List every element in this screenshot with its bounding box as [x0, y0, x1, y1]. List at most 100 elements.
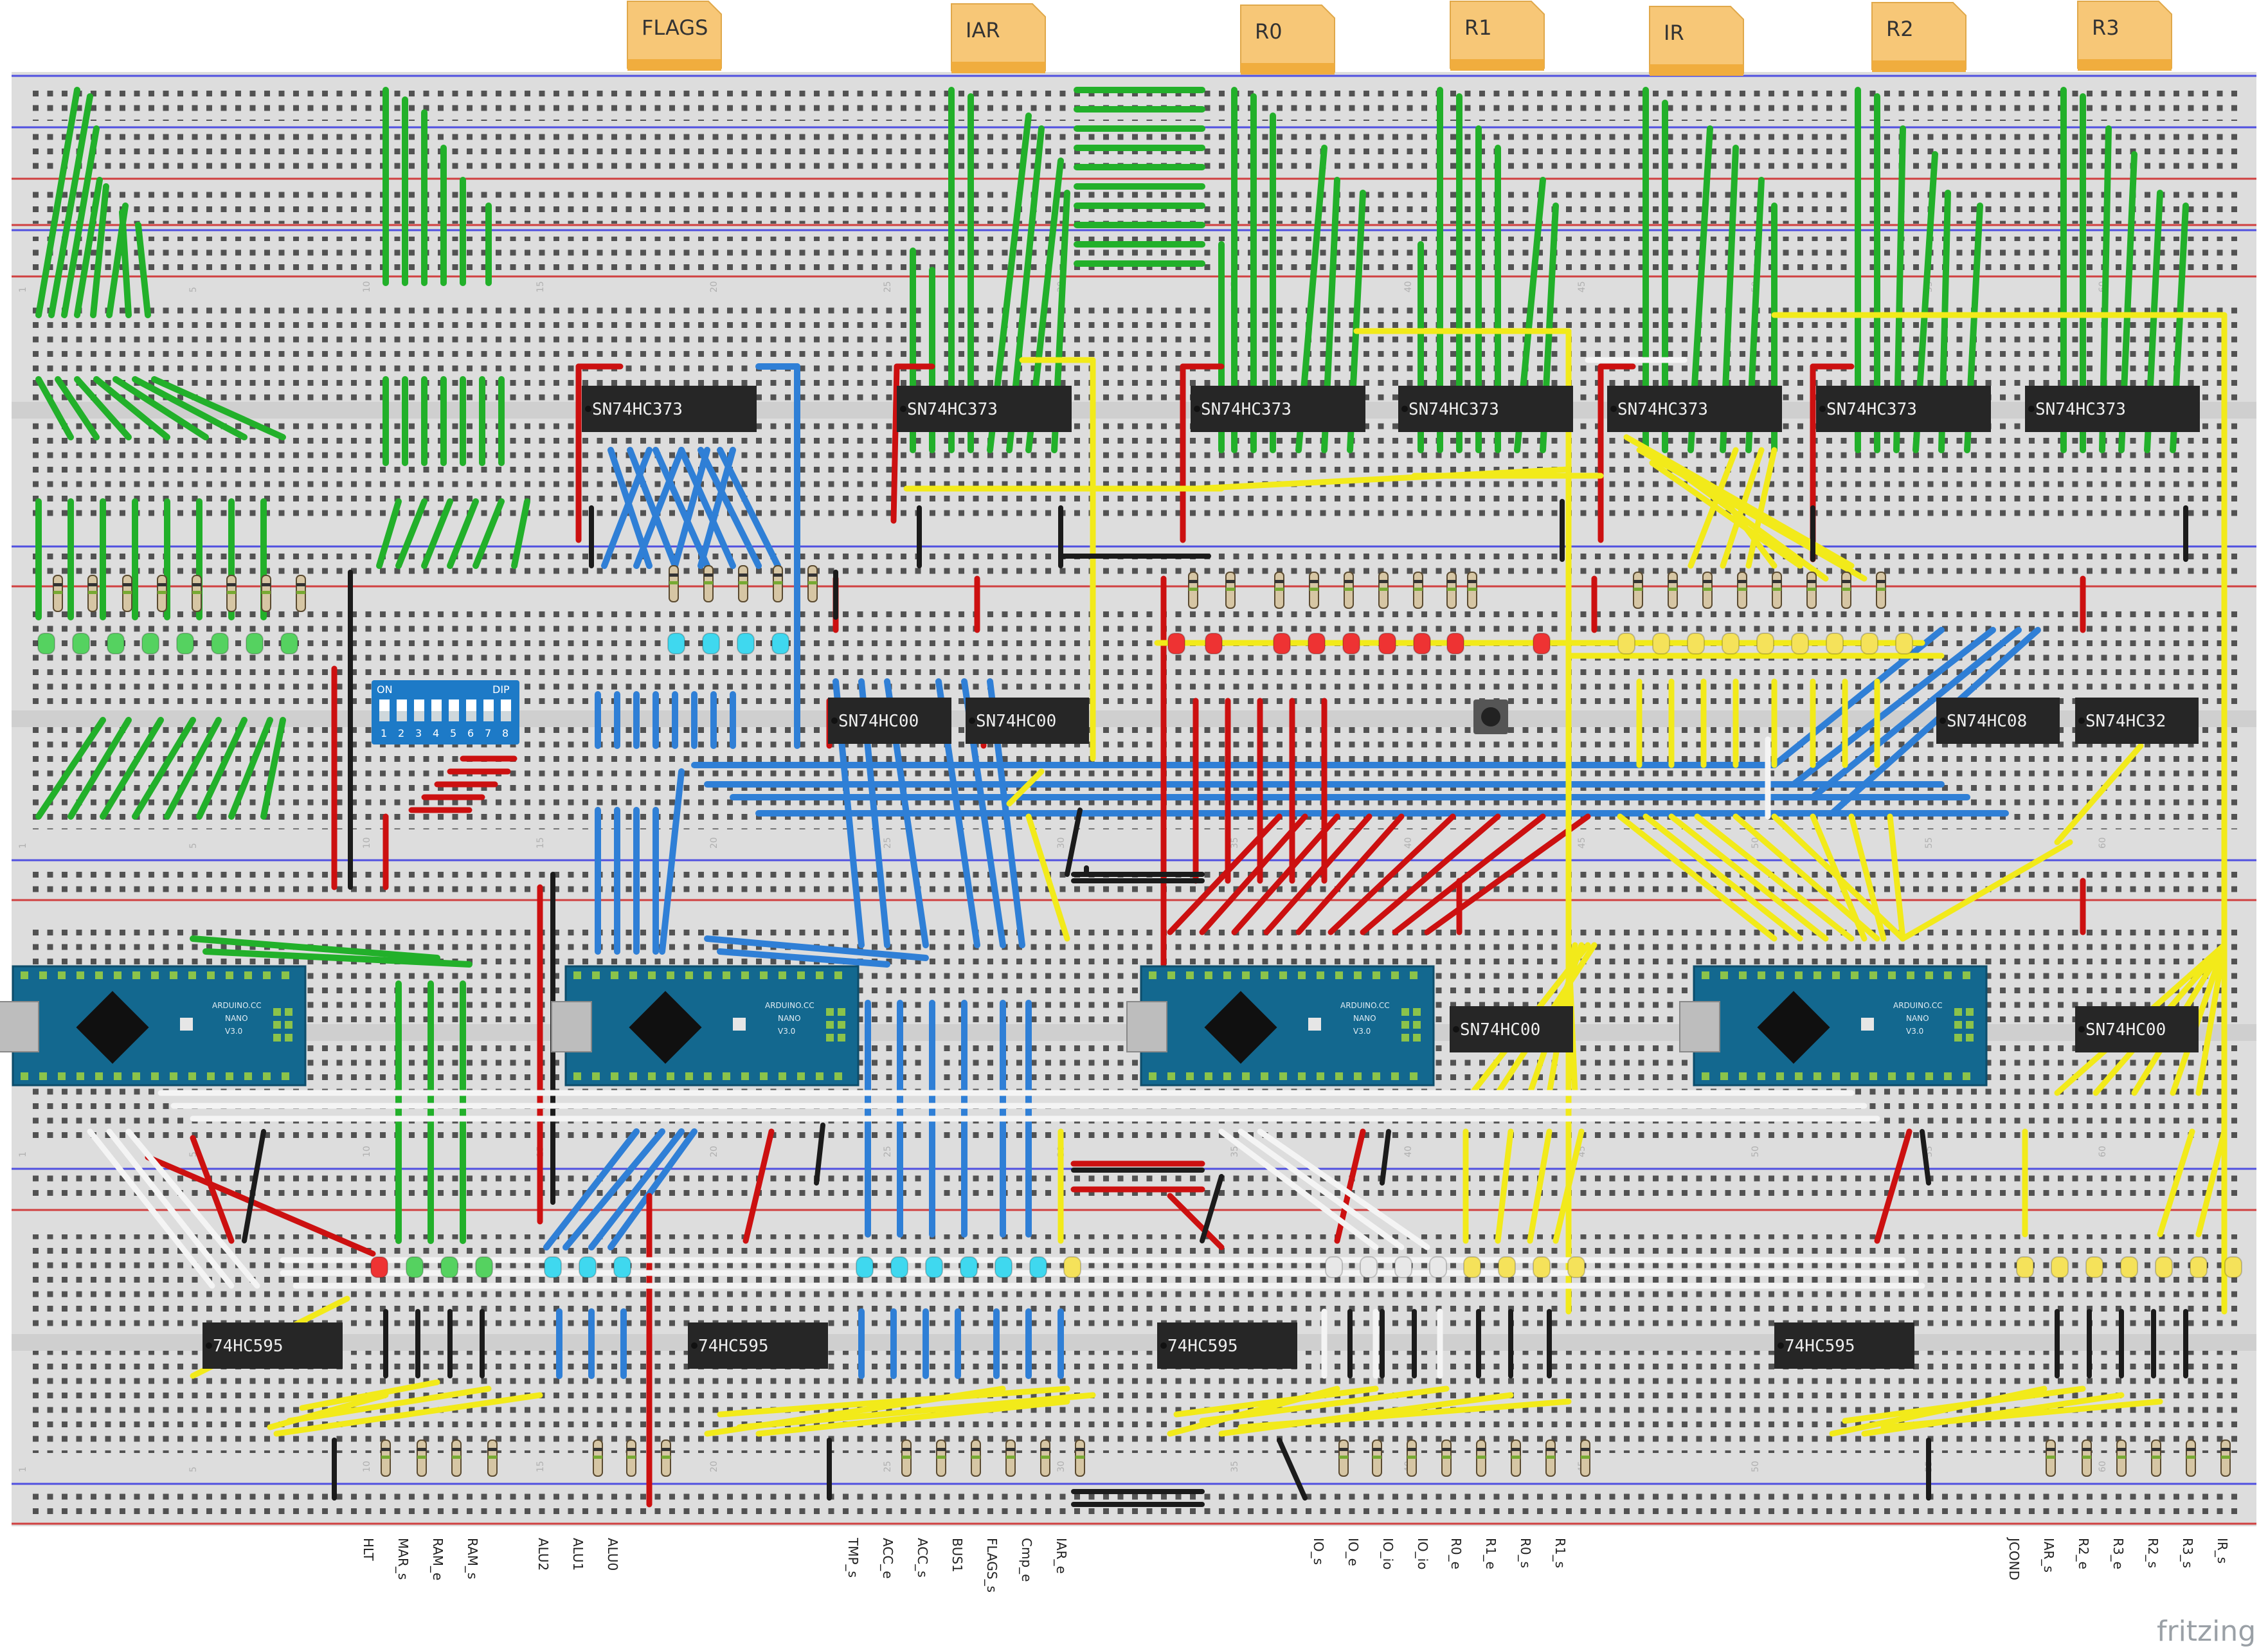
- signal-label: R3_s: [2180, 1538, 2195, 1568]
- column-number: 30: [1056, 837, 1066, 849]
- yellow-wire: [1006, 768, 1045, 807]
- column-number: 20: [709, 1146, 719, 1157]
- pushbutton[interactable]: [1473, 699, 1508, 734]
- led: [1325, 1256, 1343, 1278]
- green-wire: [376, 498, 402, 569]
- black-wire: [814, 1123, 825, 1186]
- blue-wire: [543, 1128, 640, 1250]
- ic-chip: [1607, 386, 1782, 432]
- led: [1029, 1256, 1047, 1278]
- reset-button[interactable]: [733, 1018, 746, 1031]
- blue-wire: [678, 447, 736, 569]
- led: [1617, 633, 1635, 654]
- arduino-nano-board: [564, 965, 860, 1087]
- yellow-wire: [1848, 813, 1887, 942]
- led: [1463, 1256, 1481, 1278]
- column-number: 5: [188, 1466, 199, 1472]
- led: [856, 1256, 874, 1278]
- yellow-wire: [1900, 839, 2073, 942]
- ic-chip-label: SN74HC373: [2035, 400, 2126, 419]
- led: [1378, 633, 1396, 654]
- led: [1567, 1256, 1585, 1278]
- signal-label: R0_e: [1448, 1538, 1464, 1569]
- ic-chip: [1450, 1006, 1573, 1052]
- led: [1756, 633, 1774, 654]
- red-wire: [1424, 813, 1591, 935]
- reset-button[interactable]: [1308, 1018, 1321, 1031]
- reset-button[interactable]: [180, 1018, 193, 1031]
- green-wire: [132, 376, 248, 440]
- reset-button[interactable]: [1861, 1018, 1874, 1031]
- register-tag: [1240, 5, 1335, 73]
- ic-chip-label: SN74HC00: [976, 712, 1056, 731]
- ic-chip-label: SN74HC373: [1826, 400, 1917, 419]
- green-wire: [61, 125, 100, 318]
- white-wires: [87, 357, 1925, 1379]
- led: [1360, 1256, 1378, 1278]
- dip-key-number: 5: [450, 727, 456, 739]
- red-wires: [145, 363, 2086, 1508]
- green-wire: [68, 717, 132, 820]
- led: [211, 633, 229, 654]
- yellow-wire: [1649, 460, 1803, 569]
- green-wire: [151, 376, 286, 440]
- ic-chip-label: SN74HC32: [2085, 712, 2166, 731]
- led: [1429, 1256, 1447, 1278]
- usb-port: [1679, 1001, 1720, 1052]
- nano-brand-label: ARDUINO.CC: [1893, 1001, 1943, 1010]
- led: [1413, 633, 1431, 654]
- blue-wire: [659, 768, 685, 955]
- column-number: 25: [883, 1146, 893, 1157]
- ic-chip-label: 74HC595: [213, 1337, 284, 1356]
- yellow-wire: [1192, 466, 1572, 492]
- signal-label: ALU2: [536, 1538, 551, 1571]
- yellow-wire: [1688, 447, 1739, 569]
- arduino-nanos: ARDUINO.CCNANOV3.0ARDUINO.CCNANOV3.0ARDU…: [0, 965, 1988, 1087]
- led: [544, 1256, 562, 1278]
- led: [246, 633, 264, 654]
- column-number: 15: [536, 281, 546, 293]
- red-wire: [1328, 813, 1456, 935]
- ic-chip: [1816, 386, 1991, 432]
- yellow-wire: [273, 1392, 543, 1437]
- ic-chip: [828, 698, 951, 744]
- signal-label: ALU0: [605, 1538, 620, 1571]
- led: [1342, 633, 1360, 654]
- red-wire: [1392, 813, 1546, 935]
- column-number: 5: [188, 1151, 199, 1157]
- register-tag: [627, 1, 722, 69]
- led: [1394, 1256, 1412, 1278]
- arduino-nano-board: [12, 965, 307, 1087]
- column-number: 20: [709, 281, 719, 293]
- dip-key-number: 2: [398, 727, 404, 739]
- yellow-wire: [755, 1398, 1070, 1437]
- blue-wire: [1771, 627, 1945, 768]
- column-number: 35: [1230, 1146, 1240, 1157]
- signal-label: TMP_s: [845, 1537, 861, 1578]
- green-wire: [473, 498, 505, 569]
- yellow-wire: [1887, 813, 1906, 942]
- register-tag-base: [2078, 59, 2172, 71]
- nano-version-label: V3.0: [778, 1027, 795, 1036]
- led: [1895, 633, 1913, 654]
- blue-wire: [698, 447, 762, 569]
- register-tag-label: R2: [1886, 17, 1914, 41]
- resistors: [53, 565, 2231, 1477]
- ic-chip-label: SN74HC00: [2085, 1020, 2166, 1040]
- green-wire: [203, 948, 473, 968]
- yellow-wire: [299, 1379, 440, 1411]
- nano-model-label: NANO: [225, 1014, 248, 1023]
- green-wire: [196, 717, 248, 820]
- led: [667, 633, 685, 654]
- dip-key-number: 6: [467, 727, 474, 739]
- yellow-wire: [1636, 447, 1868, 582]
- green-wire: [119, 209, 132, 318]
- yellow-wire: [2195, 1128, 2228, 1238]
- black-wire: [1065, 807, 1083, 877]
- led: [2155, 1256, 2173, 1278]
- column-number: 40: [1403, 1146, 1414, 1157]
- signal-label: IAR_s: [2041, 1538, 2056, 1573]
- signal-label: ACC_s: [915, 1538, 930, 1578]
